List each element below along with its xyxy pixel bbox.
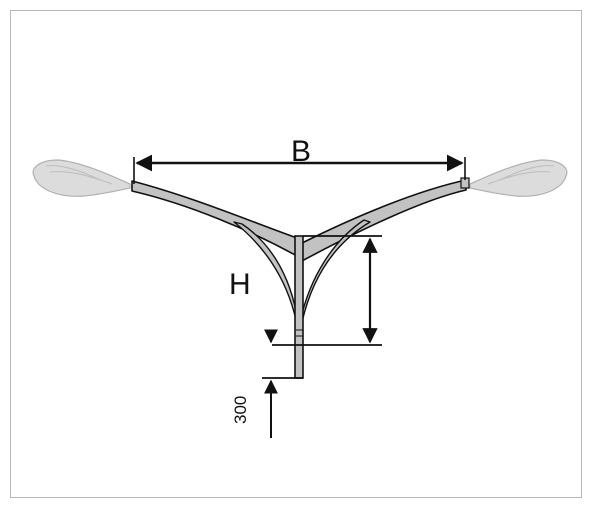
left-lamp-head xyxy=(32,159,131,197)
diagram-frame xyxy=(10,10,582,498)
dimension-h-label: H xyxy=(229,268,251,301)
dimension-300 xyxy=(262,329,303,438)
dimension-h xyxy=(272,235,382,346)
dimension-b-label: B xyxy=(291,135,312,168)
dimension-b xyxy=(133,154,466,184)
right-lamp-head xyxy=(469,159,568,197)
right-arm xyxy=(299,179,467,263)
left-arm xyxy=(131,180,298,257)
pole xyxy=(294,235,304,379)
dimension-300-label: 300 xyxy=(231,395,250,424)
